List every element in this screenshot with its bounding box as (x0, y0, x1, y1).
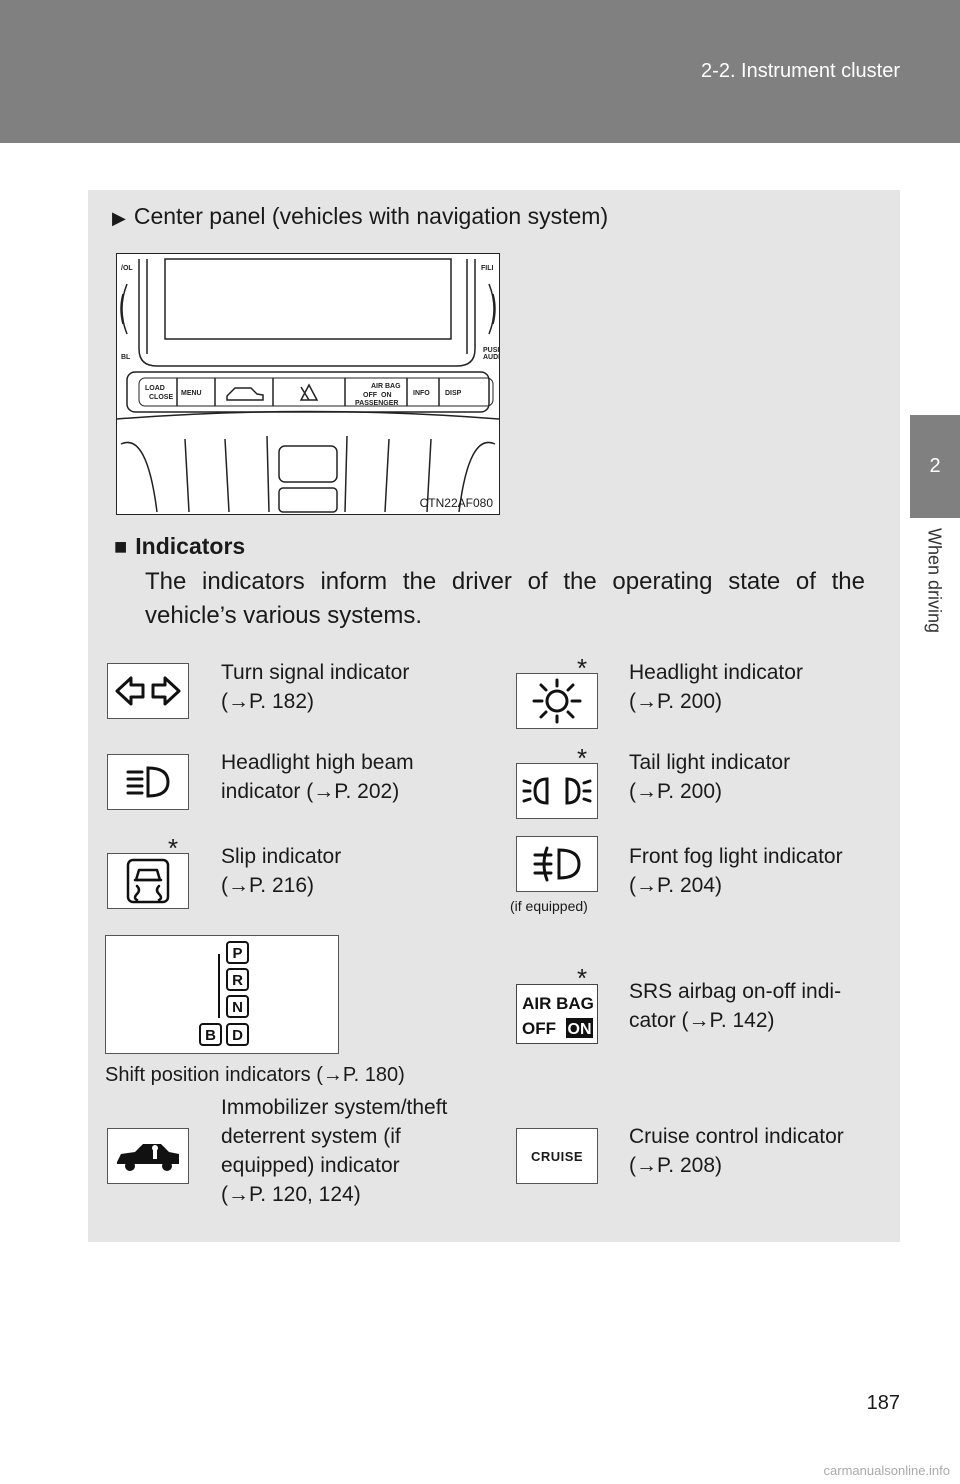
tail-light-label: Tail light indicator (→P. 200) (629, 751, 791, 803)
svg-text:CLOSE: CLOSE (149, 394, 173, 401)
shift-p: P (232, 945, 242, 962)
turn-signal-icon (115, 676, 181, 706)
shift-position-label: Shift position indicators (→P. 180) (105, 1064, 405, 1086)
chapter-tab: 2 (910, 415, 960, 518)
svg-text:/OL: /OL (121, 265, 133, 272)
airbag-icon-box: AIR BAG OFF ON (516, 984, 598, 1044)
svg-text:INFO: INFO (413, 390, 430, 397)
shift-n: N (232, 999, 243, 1016)
indicators-heading: ■ Indicators (114, 533, 245, 560)
center-panel-heading: ▶ Center panel (vehicles with navigation … (112, 203, 608, 230)
chapter-label: When driving (924, 528, 945, 634)
header-bar: 2-2. Instrument cluster (0, 0, 960, 143)
bullet-square-icon: ■ (114, 534, 128, 559)
svg-text:PUSI: PUSI (483, 347, 499, 354)
immobilizer-icon-box (107, 1128, 189, 1184)
svg-text:BL: BL (121, 354, 131, 361)
tail-light-icon (522, 777, 592, 805)
fog-light-label: Front fog light indicator (→P. 204) (629, 845, 843, 897)
fog-light-icon (533, 846, 581, 882)
slip-label: Slip indicator (→P. 216) (221, 845, 342, 897)
center-panel-illustration: LOAD CLOSE MENU AIR BAG OFF ON PASSENGER… (116, 253, 500, 515)
dashboard-drawing: LOAD CLOSE MENU AIR BAG OFF ON PASSENGER… (116, 258, 500, 513)
indicators-heading-text: Indicators (135, 533, 246, 559)
slip-icon-box (107, 853, 189, 909)
airbag-on-text: ON (568, 1021, 592, 1038)
svg-text:FILI: FILI (481, 265, 493, 272)
shift-r: R (232, 972, 243, 989)
svg-text:DISP: DISP (445, 390, 462, 397)
load-label: LOAD (145, 385, 165, 392)
cruise-icon-box: CRUISE (516, 1128, 598, 1184)
airbag-text: AIR BAG (522, 994, 594, 1013)
svg-text:OFF: OFF (363, 392, 378, 399)
airbag-label: SRS airbag on-off indi- cator (→P. 142) (629, 980, 842, 1032)
page-number: 187 (866, 1392, 900, 1414)
tail-light-icon-box (516, 763, 598, 819)
svg-text:AUDI: AUDI (483, 354, 499, 361)
cruise-icon: CRUISE (530, 1148, 584, 1164)
chapter-label-box: When driving (910, 518, 960, 678)
turn-signal-icon-box (107, 663, 189, 719)
airbag-off-text: OFF (522, 1019, 556, 1038)
headlight-icon (532, 678, 582, 724)
cruise-label: Cruise control indicator (→P. 208) (629, 1125, 844, 1177)
svg-text:ON: ON (381, 392, 392, 399)
shift-position-icon-box: P R N B D (105, 935, 339, 1054)
immobilizer-icon (117, 1144, 179, 1171)
fog-light-icon-box (516, 836, 598, 892)
shift-b: B (205, 1027, 216, 1044)
svg-text:PASSENGER: PASSENGER (355, 400, 398, 407)
headlight-icon-box (516, 673, 598, 729)
shift-d: D (232, 1027, 243, 1044)
high-beam-icon (126, 766, 170, 798)
turn-signal-label: Turn signal indicator (→P. 182) (221, 661, 410, 713)
headlight-label: Headlight indicator (→P. 200) (629, 661, 803, 713)
footer-watermark: carmanualsonline.info (823, 1463, 950, 1478)
indicators-description: The indicators inform the driver of the … (145, 568, 865, 629)
shift-position-icon: P R N B D (199, 941, 249, 1046)
svg-text:MENU: MENU (181, 390, 202, 397)
immobilizer-label: Immobilizer system/theft deterrent syste… (221, 1096, 448, 1206)
high-beam-label: Headlight high beam indicator (→P. 202) (221, 751, 414, 803)
center-panel-heading-text: Center panel (vehicles with navigation s… (133, 203, 609, 229)
bullet-arrow-icon: ▶ (112, 208, 126, 228)
section-title: 2-2. Instrument cluster (701, 60, 900, 82)
high-beam-icon-box (107, 754, 189, 810)
svg-text:AIR BAG: AIR BAG (371, 383, 401, 390)
slip-icon (126, 858, 170, 904)
if-equipped-note: (if equipped) (510, 898, 588, 914)
airbag-icon: AIR BAG OFF ON (522, 994, 594, 1038)
image-code: CTN22AF080 (419, 496, 493, 510)
chapter-number: 2 (929, 455, 941, 477)
